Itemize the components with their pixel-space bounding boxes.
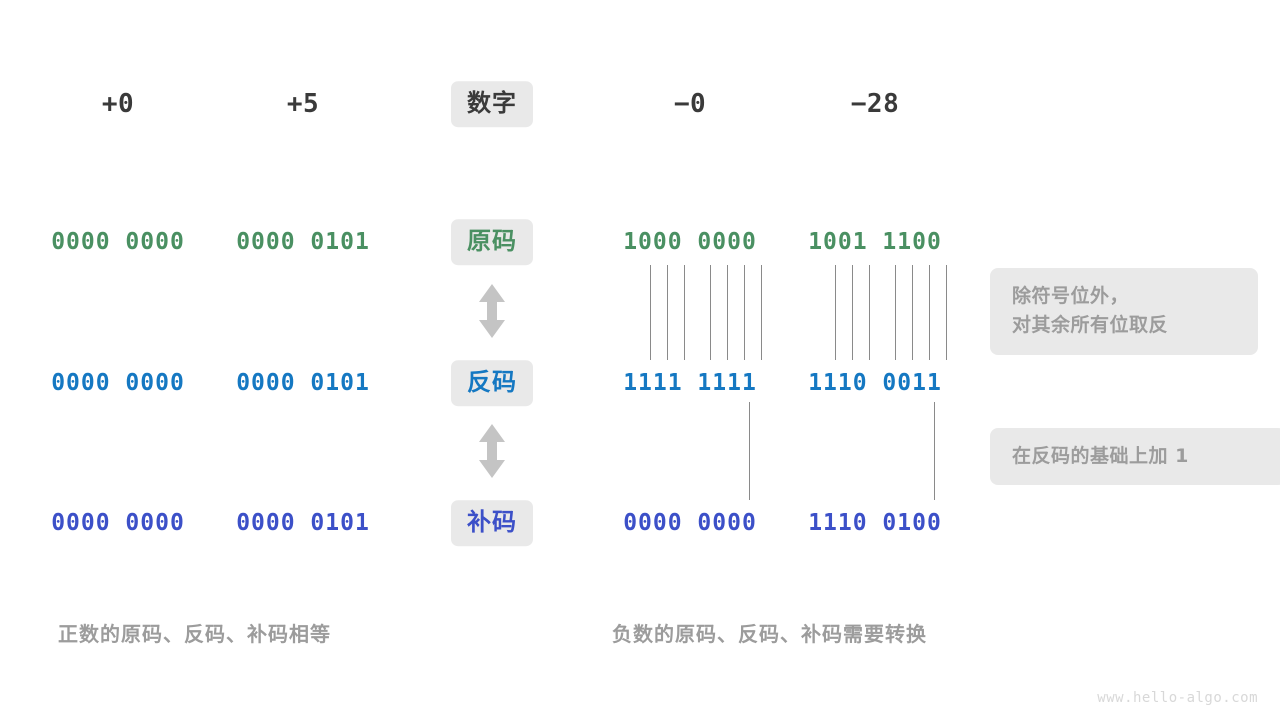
row-label-ones-complement: 反码 <box>451 360 533 406</box>
connector-line-carry <box>934 402 935 500</box>
row-label-sign-magnitude: 原码 <box>451 219 533 265</box>
binary-sign-magnitude-plus-zero: 0000 0000 <box>51 229 185 255</box>
binary-twos-complement-minus-twentyeight: 1110 0100 <box>808 510 942 536</box>
binary-ones-complement-minus-twentyeight: 1110 0011 <box>808 370 942 396</box>
binary-ones-complement-plus-five: 0000 0101 <box>236 370 370 396</box>
connector-line-invert <box>852 265 853 360</box>
column-header-minus-twentyeight: −28 <box>850 89 900 119</box>
connector-line-carry <box>749 402 750 500</box>
connector-line-invert <box>684 265 685 360</box>
binary-sign-magnitude-plus-five: 0000 0101 <box>236 229 370 255</box>
connector-line-invert <box>761 265 762 360</box>
note-invert-bits: 除符号位外， 对其余所有位取反 <box>990 268 1258 355</box>
column-header-plus-zero: +0 <box>101 89 135 119</box>
note-add-one: 在反码的基础上加 1 <box>990 428 1280 486</box>
binary-twos-complement-plus-zero: 0000 0000 <box>51 510 185 536</box>
double-arrow-icon-sign-to-ones <box>475 282 509 344</box>
connector-line-invert <box>912 265 913 360</box>
connector-line-invert <box>744 265 745 360</box>
connector-line-invert <box>929 265 930 360</box>
connector-line-invert <box>727 265 728 360</box>
site-watermark: www.hello-algo.com <box>1097 690 1258 706</box>
binary-ones-complement-plus-zero: 0000 0000 <box>51 370 185 396</box>
connector-line-invert <box>895 265 896 360</box>
binary-sign-magnitude-minus-twentyeight: 1001 1100 <box>808 229 942 255</box>
binary-twos-complement-minus-zero: 0000 0000 <box>623 510 757 536</box>
connector-line-invert <box>667 265 668 360</box>
caption-positive: 正数的原码、反码、补码相等 <box>58 622 331 646</box>
connector-line-invert <box>835 265 836 360</box>
connector-line-invert <box>869 265 870 360</box>
binary-sign-magnitude-minus-zero: 1000 0000 <box>623 229 757 255</box>
connector-line-invert <box>946 265 947 360</box>
binary-twos-complement-plus-five: 0000 0101 <box>236 510 370 536</box>
double-arrow-icon-ones-to-twos <box>475 422 509 484</box>
binary-ones-complement-minus-zero: 1111 1111 <box>623 370 757 396</box>
row-label-twos-complement: 补码 <box>451 500 533 546</box>
connector-line-invert <box>710 265 711 360</box>
column-header-minus-zero: −0 <box>673 89 707 119</box>
row-label-number: 数字 <box>451 81 533 127</box>
caption-negative: 负数的原码、反码、补码需要转换 <box>612 622 927 646</box>
column-header-plus-five: +5 <box>286 89 320 119</box>
connector-line-invert <box>650 265 651 360</box>
